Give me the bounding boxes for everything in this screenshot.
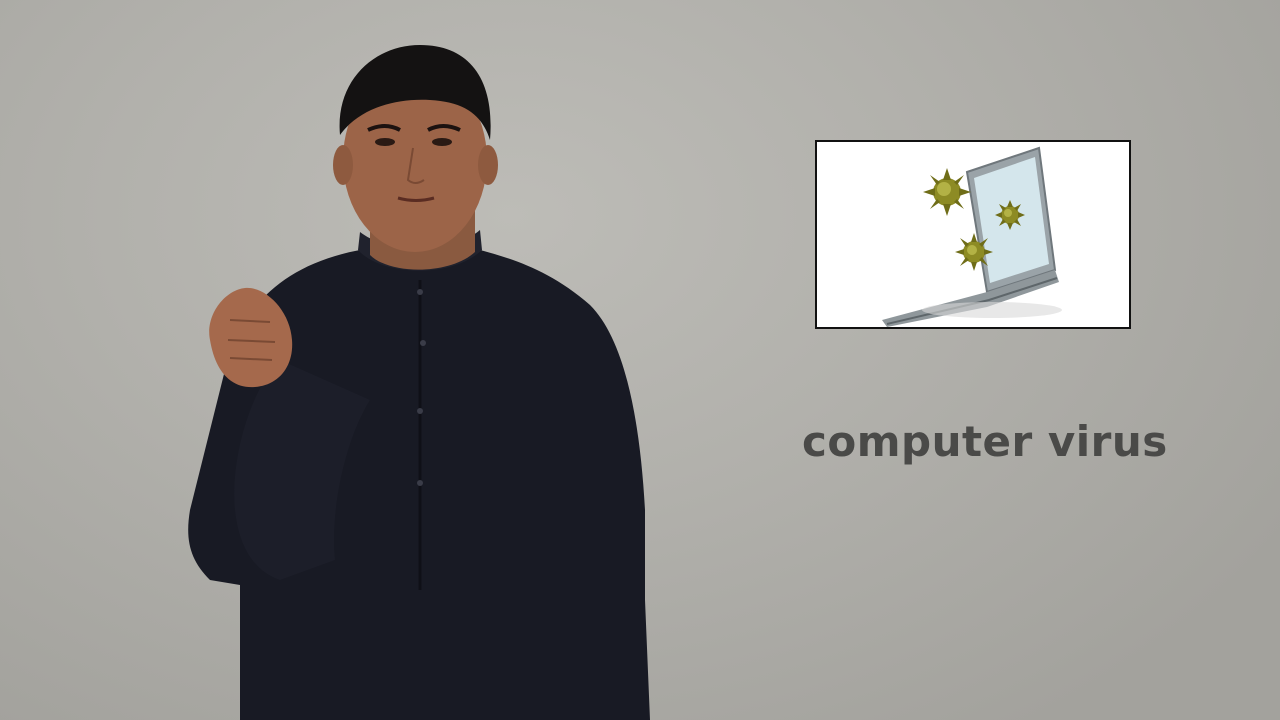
shirt-button — [417, 408, 423, 414]
eye — [432, 138, 452, 146]
hand-pinch — [209, 287, 293, 388]
eye — [375, 138, 395, 146]
finger-lines — [227, 319, 276, 361]
eyebrow — [427, 124, 461, 132]
virus-icon — [955, 233, 993, 271]
ear — [478, 145, 498, 185]
eyebrow — [367, 124, 401, 132]
illustration-frame — [815, 140, 1131, 329]
laptop-icon — [882, 146, 1062, 327]
caption-text: computer virus — [802, 417, 1168, 466]
shirt-button — [420, 340, 426, 346]
mouth — [397, 196, 435, 202]
shirt-button — [417, 480, 423, 486]
nose — [406, 147, 425, 184]
shirt-button — [417, 289, 423, 295]
hair — [339, 45, 491, 140]
presenter-figure — [188, 45, 650, 720]
ear — [333, 145, 353, 185]
laptop-with-virus-icon — [882, 146, 1062, 327]
head — [343, 68, 487, 252]
virus-icon — [995, 200, 1025, 230]
virus-icon — [923, 168, 971, 216]
raised-arm — [234, 360, 370, 580]
